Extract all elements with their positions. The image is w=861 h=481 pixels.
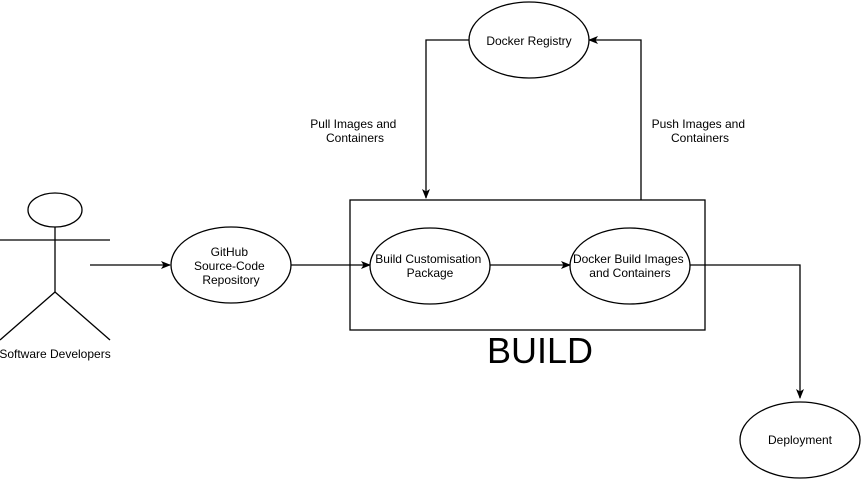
edge-registry-pull-to-build	[422, 39, 469, 199]
docker-build-node: Docker Build Images and Containers	[569, 227, 691, 305]
actor-right-leg	[54, 291, 111, 341]
actor-label: Software Developers	[0, 347, 111, 361]
build-title: BUILD	[487, 330, 593, 371]
docker-build-label: Docker Build Images and Containers	[573, 252, 687, 280]
software-developers-actor: Software Developers	[0, 192, 111, 361]
actor-left-leg	[0, 291, 56, 341]
deployment-label: Deployment	[768, 433, 833, 447]
edge-docker-build-to-deployment	[690, 264, 804, 399]
github-repository-node: GitHub Source-Code Repository	[170, 226, 292, 304]
docker-registry-label: Docker Registry	[486, 34, 571, 48]
push-edge-label: Push Images and Containers	[652, 117, 749, 145]
github-repository-label: GitHub Source-Code Repository	[194, 245, 268, 287]
build-customisation-label: Build Customisation Package	[375, 252, 484, 280]
pull-edge-label: Pull Images and Containers	[310, 117, 399, 145]
build-customisation-node: Build Customisation Package	[369, 227, 491, 305]
deployment-node: Deployment	[739, 401, 861, 479]
edge-build-push-to-registry	[588, 36, 642, 200]
actor-head	[27, 192, 83, 228]
docker-registry-node: Docker Registry	[468, 1, 590, 79]
